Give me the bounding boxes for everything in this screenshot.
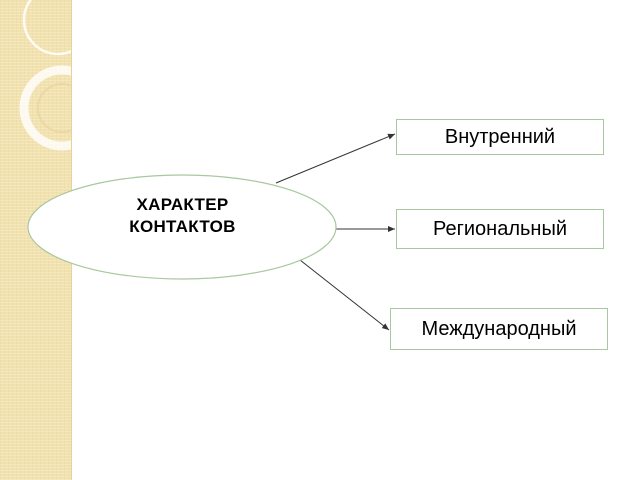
center-node-label: ХАРАКТЕР КОНТАКТОВ: [60, 194, 305, 238]
center-node-ellipse: [27, 174, 337, 280]
target-box-regional: Региональный: [396, 209, 604, 249]
center-node-line1: ХАРАКТЕР: [136, 195, 229, 214]
center-node-line2: КОНТАКТОВ: [129, 217, 236, 236]
target-box-internal: Внутренний: [396, 119, 604, 155]
arrow-to-internal: [275, 133, 396, 184]
arrow-to-international: [299, 259, 390, 331]
target-box-international: Международный: [390, 308, 608, 350]
decorative-circles-icon: [19, 0, 71, 151]
